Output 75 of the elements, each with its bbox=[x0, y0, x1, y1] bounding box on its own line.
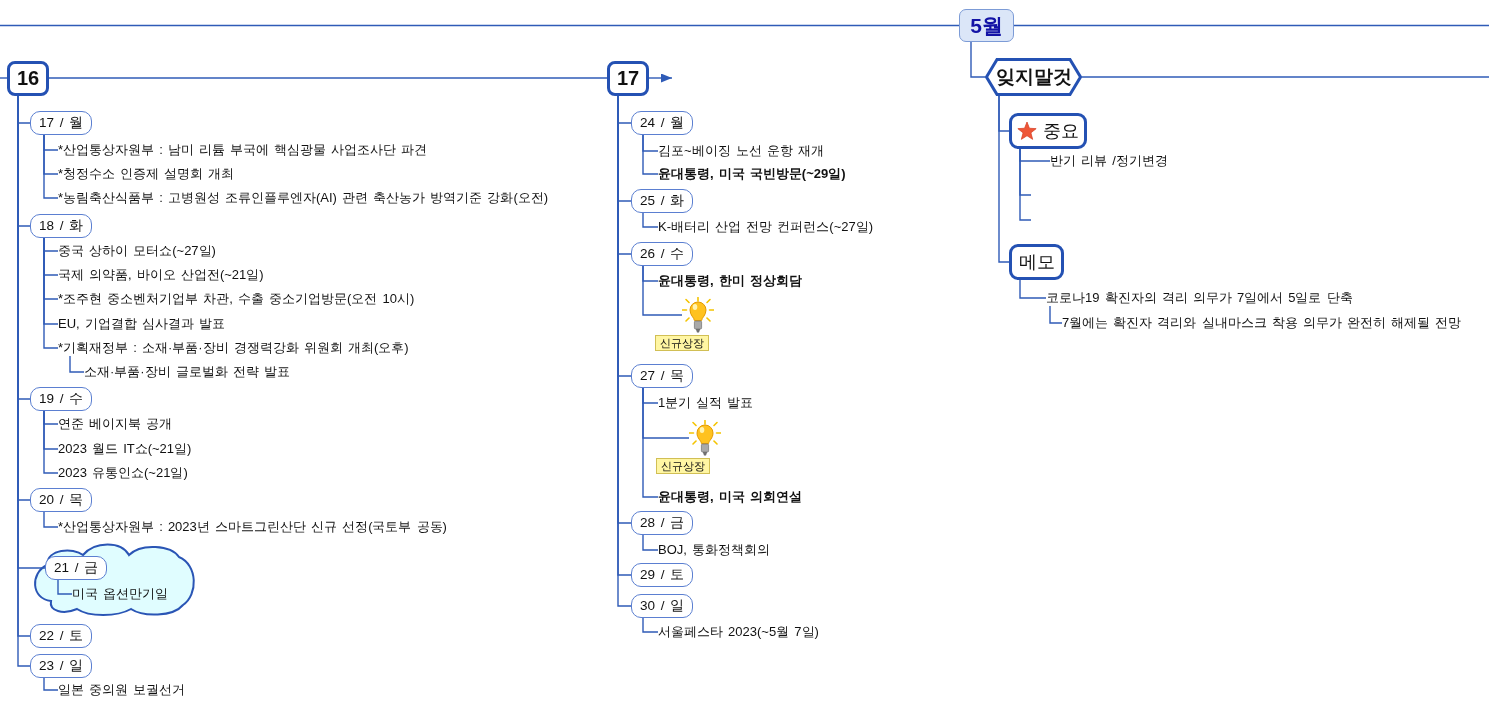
week-box: 17 bbox=[607, 60, 649, 96]
category-box: 중요 bbox=[1009, 113, 1087, 149]
branch-line bbox=[1049, 305, 1063, 324]
topic-text: 중국 상하이 모터쇼(~27일) bbox=[58, 243, 216, 259]
date-box: 20 / 목 bbox=[30, 488, 93, 512]
topic-text: 일본 중의원 보궐선거 bbox=[58, 682, 186, 698]
branch-line bbox=[1019, 279, 1047, 299]
topic-text: BOJ, 통화정책회의 bbox=[658, 542, 770, 558]
date-box: 28 / 금 bbox=[631, 511, 694, 535]
topic-text: 연준 베이지북 공개 bbox=[58, 416, 173, 432]
topic-text: *농림축산식품부 : 고병원성 조류인플루엔자(AI) 관련 축산농가 방역기준 강화(오전) bbox=[58, 190, 549, 206]
date-box: 23 / 일 bbox=[30, 654, 93, 678]
branch-line bbox=[642, 212, 659, 228]
tag-label: 신규상장 bbox=[656, 458, 710, 474]
date-box: 30 / 일 bbox=[631, 594, 694, 618]
branch-line bbox=[43, 410, 59, 474]
branch-line bbox=[1019, 148, 1032, 221]
branch-line bbox=[43, 677, 59, 691]
topic-text: 2023 유통인쇼(~21일) bbox=[58, 465, 188, 481]
topic-text: *기획재정부 : 소재·부품·장비 경쟁력강화 위원회 개최(오후) bbox=[58, 340, 409, 356]
date-box: 17 / 월 bbox=[30, 111, 93, 135]
topic-text: *산업통상자원부 : 남미 리튬 부국에 핵심광물 사업조사단 파견 bbox=[58, 142, 428, 158]
branch-line bbox=[57, 579, 73, 595]
topic-text: *조주현 중소벤처기업부 차관, 수출 중소기업방문(오전 10시) bbox=[58, 291, 415, 307]
date-box: 29 / 토 bbox=[631, 563, 694, 587]
month-box: 5월 bbox=[959, 9, 1014, 42]
arrow bbox=[648, 73, 673, 83]
topic-text: 서울페스타 2023(~5월 7일) bbox=[658, 624, 819, 640]
branch-line bbox=[43, 237, 59, 349]
topic-text: 7월에는 확진자 격리와 실내마스크 착용 의무가 완전히 해제될 전망 bbox=[1062, 315, 1462, 331]
branch-line bbox=[970, 41, 986, 78]
branch-line bbox=[642, 534, 659, 551]
topic-text: 김포~베이징 노선 운항 재개 bbox=[658, 143, 824, 159]
tag-label: 신규상장 bbox=[655, 335, 709, 351]
topic-text: 윤대통령, 한미 정상회담 bbox=[658, 273, 802, 289]
topic-text: 윤대통령, 미국 의회연설 bbox=[658, 489, 802, 505]
topic-text: K-배터리 산업 전망 컨퍼런스(~27일) bbox=[658, 219, 874, 235]
date-box: 19 / 수 bbox=[30, 387, 93, 411]
branch-line bbox=[48, 77, 608, 79]
date-box: 21 / 금 bbox=[45, 556, 108, 580]
date-box: 22 / 토 bbox=[30, 624, 93, 648]
branch-line bbox=[1081, 76, 1489, 78]
date-box: 27 / 목 bbox=[631, 364, 694, 388]
branch-line bbox=[1013, 24, 1489, 27]
branch-line bbox=[642, 265, 683, 316]
topic-text: 미국 옵션만기일 bbox=[72, 586, 169, 602]
week-box: 16 bbox=[7, 60, 49, 96]
cloud-shape bbox=[33, 543, 195, 617]
branch-line bbox=[0, 77, 8, 79]
branch-line bbox=[642, 387, 659, 498]
topic-text: *산업통상자원부 : 2023년 스마트그린산단 신규 선정(국토부 공동) bbox=[58, 519, 447, 535]
branch-line bbox=[43, 511, 59, 528]
branch-line bbox=[642, 134, 659, 175]
branch-line bbox=[0, 24, 960, 27]
date-box: 24 / 월 bbox=[631, 111, 694, 135]
lightbulb-icon bbox=[689, 420, 721, 456]
topic-text: 윤대통령, 미국 국빈방문(~29일) bbox=[658, 166, 846, 182]
topic-text: 2023 월드 IT쇼(~21일) bbox=[58, 441, 192, 457]
hexagon-box: 잊지말것 bbox=[985, 58, 1082, 96]
topic-text: 1분기 실적 발표 bbox=[658, 395, 754, 411]
branch-line bbox=[998, 95, 1010, 263]
date-box: 25 / 화 bbox=[631, 189, 694, 213]
branch-line bbox=[642, 617, 659, 633]
topic-text: *청정수소 인증제 설명회 개최 bbox=[58, 166, 235, 182]
topic-text: 반기 리뷰 /정기변경 bbox=[1050, 153, 1168, 169]
branch-line bbox=[69, 355, 85, 373]
lightbulb-icon bbox=[682, 297, 714, 333]
topic-text: 국제 의약품, 바이오 산업전(~21일) bbox=[58, 267, 264, 283]
date-box: 26 / 수 bbox=[631, 242, 694, 266]
category-box: 메모 bbox=[1009, 244, 1064, 280]
topic-text: EU, 기업결합 심사결과 발표 bbox=[58, 316, 225, 332]
topic-text: 소재·부품·장비 글로벌화 전략 발표 bbox=[84, 364, 290, 380]
branch-line bbox=[43, 134, 59, 199]
topic-text: 코로나19 확진자의 격리 의무가 7일에서 5일로 단축 bbox=[1046, 290, 1353, 306]
date-box: 18 / 화 bbox=[30, 214, 93, 238]
